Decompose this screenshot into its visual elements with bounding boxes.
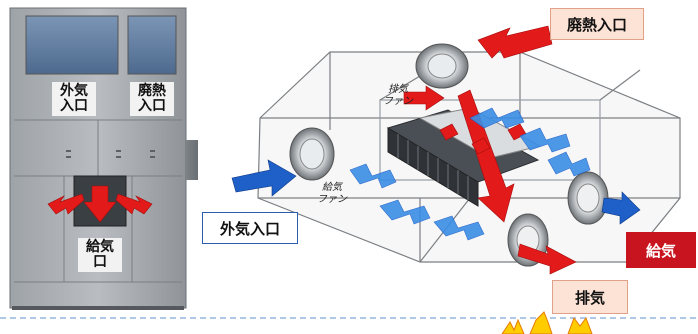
outside-air-inlet-tag: 外気入口: [202, 212, 298, 244]
waste-heat-grille: [127, 15, 177, 75]
exhaust-fan-label: 排気 ファン: [383, 84, 413, 107]
outside-air-grille: [25, 15, 119, 75]
waste-heat-label: 廃熱 入口: [130, 82, 174, 116]
supply-air-tag: 給気: [626, 232, 696, 268]
supply-fan-label: 給気 ファン: [317, 182, 347, 205]
waste-heat-arrows: [403, 25, 577, 275]
exhaust-tag: 排気: [552, 280, 628, 314]
supply-air-outlet-label: 給気 口: [78, 238, 122, 272]
supply-arrows: [47, 185, 153, 223]
ducts: [289, 43, 609, 267]
outside-air-arrows: [231, 159, 641, 225]
outside-air-label: 外気 入口: [52, 82, 96, 116]
waste-heat-inlet-tag: 廃熱入口: [550, 8, 644, 40]
flame-marks: [501, 311, 593, 334]
supply-flow-arrows: [349, 107, 591, 241]
